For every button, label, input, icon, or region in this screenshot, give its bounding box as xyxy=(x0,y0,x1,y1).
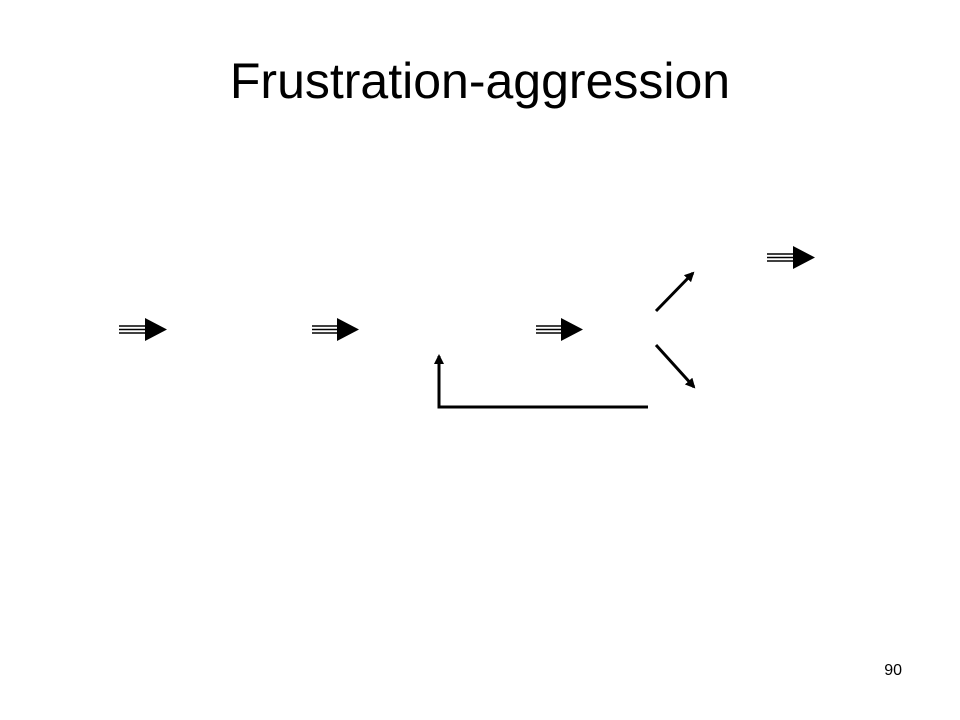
block-arrow-1 xyxy=(119,318,167,341)
block-arrow-2 xyxy=(312,318,359,341)
branch-arrow-up xyxy=(654,271,695,313)
feedback-loop-arrow xyxy=(434,354,648,409)
page-number: 90 xyxy=(884,662,902,679)
slide-title: Frustration-aggression xyxy=(229,53,731,109)
branch-arrow-down xyxy=(654,343,696,389)
block-arrow-3 xyxy=(536,318,583,341)
block-arrow-4 xyxy=(767,246,815,269)
